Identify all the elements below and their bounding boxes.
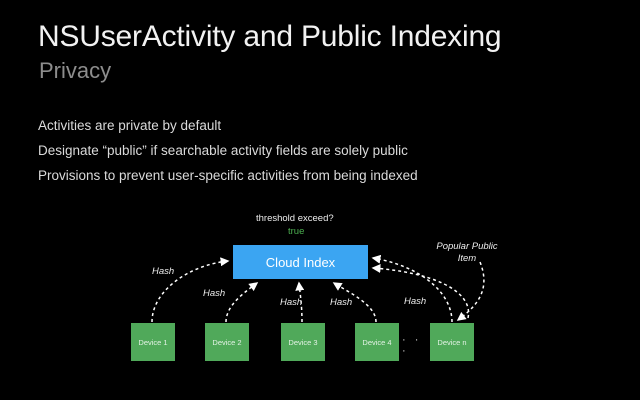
node-device-4-label: Device 4 [362, 337, 392, 347]
edge-label-hash-2: Hash [203, 288, 226, 299]
node-device-n-label: Device n [437, 337, 467, 347]
edge-label-hash-4: Hash [330, 297, 353, 308]
edge-label-popular-public-item: Popular Public Item [424, 241, 510, 265]
page-title: NSUserActivity and Public Indexing [38, 20, 502, 53]
bullet-list: Activities are private by default Design… [38, 113, 598, 188]
list-item: Provisions to prevent user-specific acti… [38, 168, 418, 183]
edge-label-popular-public-item-line1: Popular Public [436, 241, 498, 252]
node-device-3[interactable]: Device 3 [281, 323, 325, 361]
node-device-4[interactable]: Device 4 [355, 323, 399, 361]
node-device-n[interactable]: Device n [430, 323, 474, 361]
threshold-value-label: true [288, 226, 305, 237]
node-cloud-index-label: Cloud Index [265, 254, 336, 270]
node-device-2[interactable]: Device 2 [205, 323, 249, 361]
ellipsis-separator: · · · [402, 334, 422, 357]
list-item: Activities are private by default [38, 118, 222, 133]
node-device-3-label: Device 3 [288, 337, 318, 347]
list-item: Designate “public” if searchable activit… [38, 143, 408, 158]
node-device-2-label: Device 2 [212, 337, 242, 347]
edge-label-hash-5: Hash [404, 296, 427, 307]
node-device-1[interactable]: Device 1 [131, 323, 175, 361]
edge-label-hash-1: Hash [152, 266, 175, 277]
page-subtitle: Privacy [39, 58, 112, 83]
node-device-1-label: Device 1 [138, 337, 168, 347]
threshold-question-label: threshold exceed? [256, 213, 334, 224]
edge-label-popular-public-item-line2: Item [457, 253, 477, 264]
edge-label-hash-3: Hash [280, 297, 303, 308]
node-cloud-index[interactable]: Cloud Index [233, 245, 368, 279]
